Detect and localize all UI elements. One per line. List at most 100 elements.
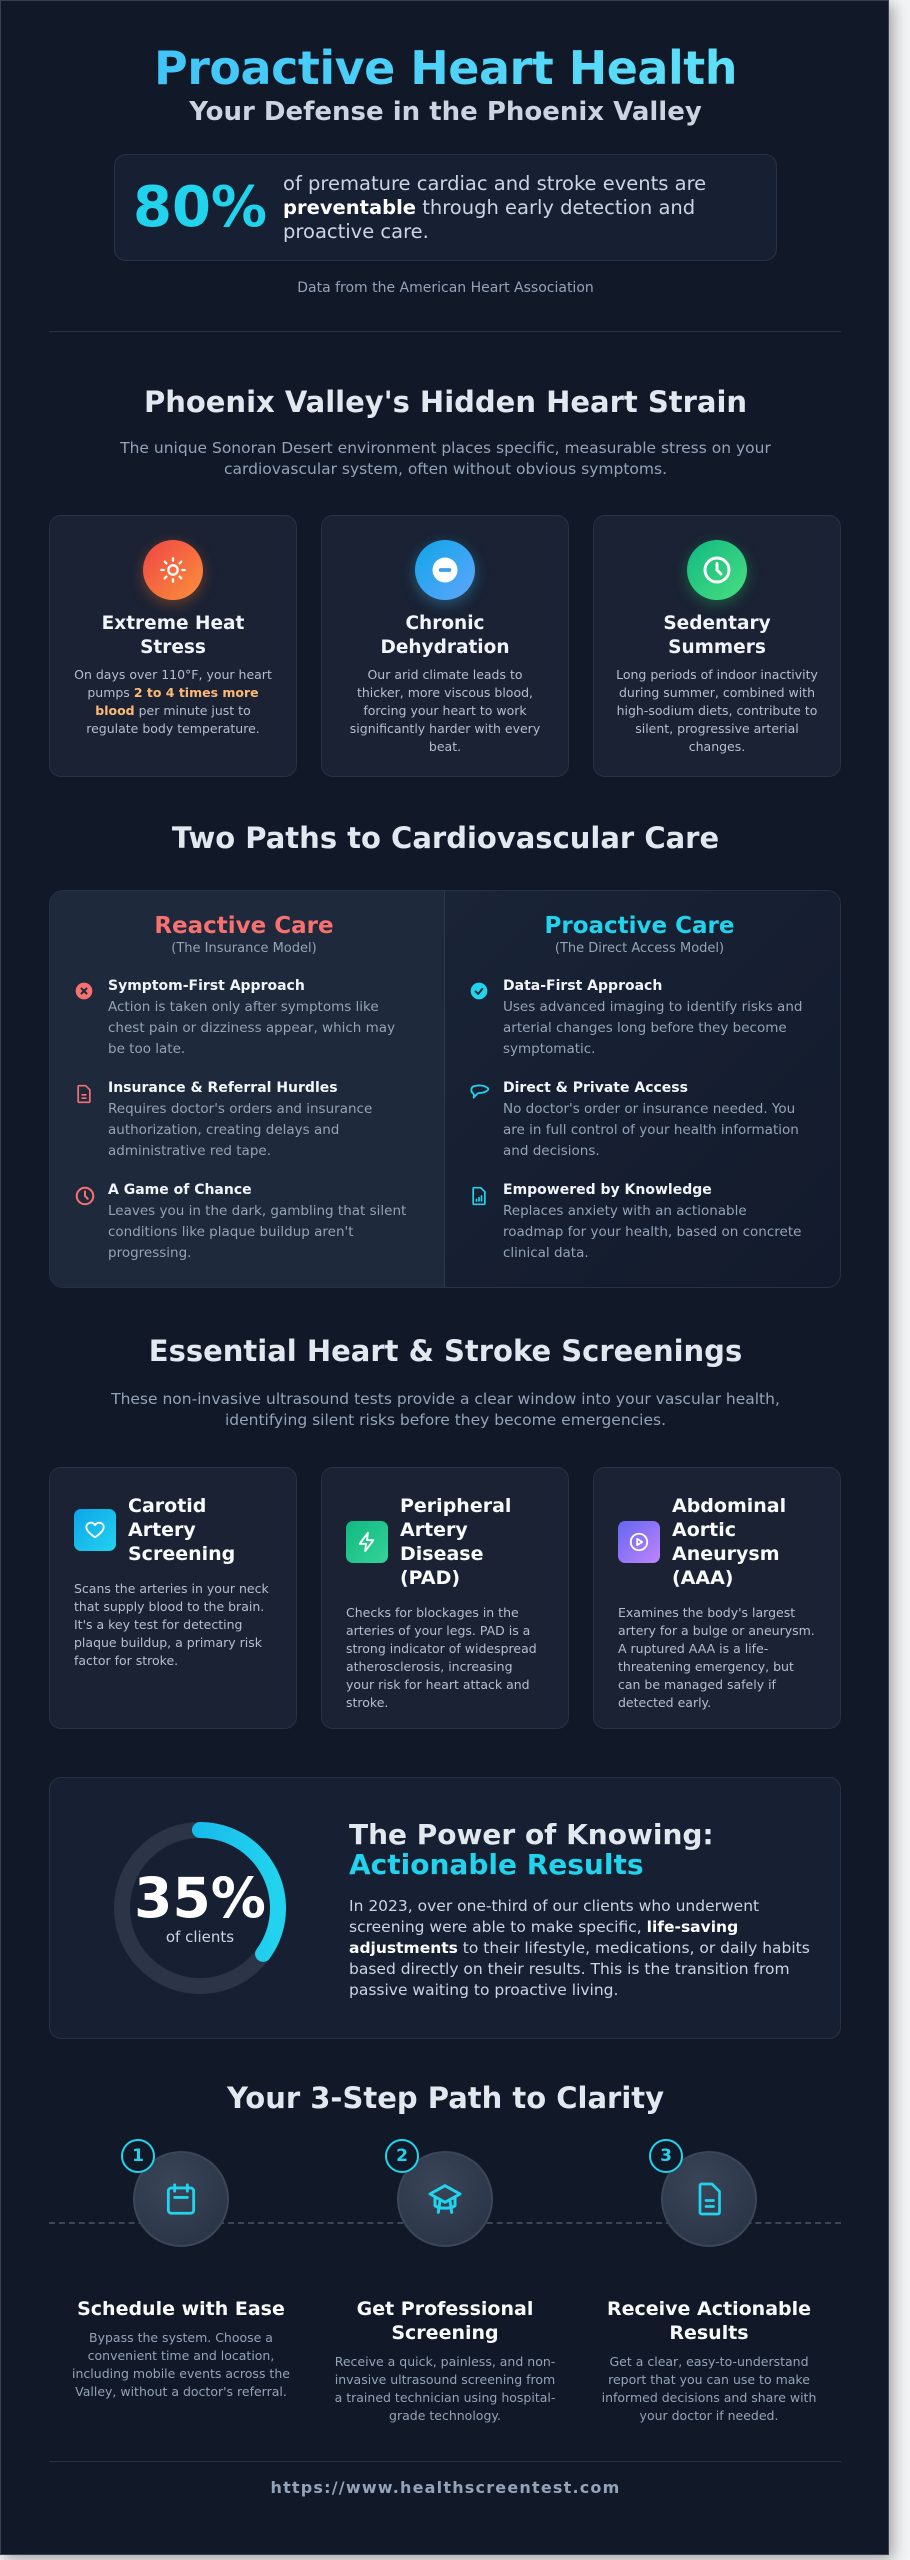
website-link[interactable]: https://www.healthscreentest.com <box>270 2478 621 2497</box>
point-heading: A Game of Chance <box>108 1182 252 1198</box>
actionable-results-panel: 35% of clients The Power of Knowing:Acti… <box>49 1777 841 2039</box>
strain-card-text: Long periods of indoor inactivity during… <box>616 667 818 754</box>
strain-section-title: Phoenix Valley's Hidden Heart Strain <box>143 385 748 419</box>
progress-ring <box>114 1822 286 1994</box>
chat-bubble-icon <box>469 1080 491 1162</box>
screening-text: Examines the body's largest artery for a… <box>618 1605 815 1710</box>
point-text: Leaves you in the dark, gambling that si… <box>108 1203 407 1261</box>
step-icon-circle: 1 <box>121 2139 229 2247</box>
stat-text: of premature cardiac and stroke events a… <box>283 172 758 244</box>
clock-icon <box>687 540 747 600</box>
strain-section-description: The unique Sonoran Desert environment pl… <box>120 439 771 478</box>
strain-card-title: Extreme Heat Stress <box>101 613 245 658</box>
point-text: Uses advanced imaging to identify risks … <box>503 999 803 1057</box>
check-circle-icon <box>469 978 491 1060</box>
step-title: Receive Actionable Results <box>606 2298 812 2344</box>
screening-title: Carotid Artery Screening <box>128 1495 236 1565</box>
proactive-subtitle: (The Direct Access Model) <box>554 941 725 956</box>
text-after: per minute just to regulate body tempera… <box>86 703 260 736</box>
play-circle-icon <box>618 1521 660 1563</box>
screening-title: Abdominal Aortic Aneurysm (AAA) <box>672 1495 787 1589</box>
reactive-title: Reactive Care <box>154 913 334 939</box>
results-title-main: The Power of Knowing: <box>349 1818 714 1851</box>
document-icon <box>74 1080 96 1162</box>
screening-card-aaa: Abdominal Aortic Aneurysm (AAA) Examines… <box>593 1467 841 1729</box>
point-heading: Data-First Approach <box>503 978 663 994</box>
screening-card-carotid: Carotid Artery Screening Scans the arter… <box>49 1467 297 1729</box>
reactive-subtitle: (The Insurance Model) <box>171 941 317 956</box>
strain-card-title: Chronic Dehydration <box>380 613 510 658</box>
paths-section-title: Two Paths to Cardiovascular Care <box>171 821 720 855</box>
stat-text-before: of premature cardiac and stroke events a… <box>283 171 707 195</box>
point-text: Replaces anxiety with an actionable road… <box>503 1203 802 1261</box>
text-after: to their lifestyle, medications, or dail… <box>349 1939 810 1999</box>
point-heading: Symptom-First Approach <box>108 978 305 994</box>
steps-section-title: Your 3-Step Path to Clarity <box>226 2081 665 2115</box>
step-text: Bypass the system. Choose a convenient t… <box>72 2330 290 2399</box>
care-comparison: Reactive Care (The Insurance Model) Symp… <box>49 890 841 1288</box>
file-icon <box>698 2182 721 2216</box>
strain-card-sedentary: Sedentary Summers Long periods of indoor… <box>593 515 841 777</box>
calendar-icon <box>166 2183 196 2215</box>
minus-circle-icon <box>415 540 475 600</box>
point-text: Requires doctor's orders and insurance a… <box>108 1101 373 1159</box>
step-title: Schedule with Ease <box>77 2298 285 2320</box>
text-bold: life-saving adjustments <box>349 1918 739 1957</box>
heart-icon <box>74 1509 116 1551</box>
results-title-accent: Actionable Results <box>349 1848 644 1881</box>
infographic-page: Proactive Heart Health Your Defense in t… <box>0 0 889 2555</box>
stat-value: 80% <box>133 175 268 240</box>
step-icon-circle: 3 <box>649 2139 757 2247</box>
screenings-section-title: Essential Heart & Stroke Screenings <box>148 1334 743 1368</box>
strain-card-text: Our arid climate leads to thicker, more … <box>349 667 541 754</box>
report-chart-icon <box>469 1182 491 1264</box>
page-title: Proactive Heart Health <box>1 41 890 95</box>
screening-card-pad: Peripheral Artery Disease (PAD) Checks f… <box>321 1467 569 1729</box>
point-text: Action is taken only after symptoms like… <box>108 999 396 1057</box>
data-source: Data from the American Heart Association <box>297 280 594 296</box>
step-number: 3 <box>649 2139 683 2173</box>
step-2: 2 Get Professional Screening Receive a q… <box>321 2139 569 2425</box>
text-before: In 2023, over one-third of our clients w… <box>349 1897 760 1936</box>
step-number: 2 <box>385 2139 419 2173</box>
stat-text-bold: preventable <box>283 195 417 219</box>
stat-callout: 80% of premature cardiac and stroke even… <box>114 154 777 261</box>
point-heading: Empowered by Knowledge <box>503 1182 712 1198</box>
text-highlight: 2 to 4 times more blood <box>95 685 259 718</box>
strain-card-heat: Extreme Heat Stress On days over 110°F, … <box>49 515 297 777</box>
strain-card-title: Sedentary Summers <box>663 613 771 658</box>
footer-divider <box>49 2461 841 2462</box>
step-1: 1 Schedule with Ease Bypass the system. … <box>57 2139 305 2401</box>
screening-text: Scans the arteries in your neck that sup… <box>74 1581 269 1668</box>
screening-title: Peripheral Artery Disease (PAD) <box>400 1495 512 1589</box>
step-number: 1 <box>121 2139 155 2173</box>
step-text: Get a clear, easy-to-understand report t… <box>601 2354 817 2423</box>
results-percent: 35% <box>134 1866 266 1930</box>
strain-card-dehydration: Chronic Dehydration Our arid climate lea… <box>321 515 569 777</box>
lightning-icon <box>346 1521 388 1563</box>
results-title: The Power of Knowing:Actionable Results <box>349 1820 714 1880</box>
results-text: In 2023, over one-third of our clients w… <box>349 1896 819 2001</box>
results-percent-label: of clients <box>165 1928 235 1946</box>
x-circle-icon <box>74 978 96 1060</box>
graduation-cap-icon <box>428 2184 462 2214</box>
page-subtitle: Your Defense in the Phoenix Valley <box>189 97 702 127</box>
point-heading: Insurance & Referral Hurdles <box>108 1080 338 1096</box>
step-icon-circle: 2 <box>385 2139 493 2247</box>
screening-text: Checks for blockages in the arteries of … <box>346 1605 537 1710</box>
proactive-care-column: Proactive Care (The Direct Access Model)… <box>445 891 840 1287</box>
text-before: On days over 110°F, your heart pumps <box>74 667 272 700</box>
step-3: 3 Receive Actionable Results Get a clear… <box>585 2139 833 2425</box>
stat-text-after: through early detection and proactive ca… <box>283 195 696 243</box>
step-text: Receive a quick, painless, and non-invas… <box>334 2354 556 2423</box>
screenings-section-description: These non-invasive ultrasound tests prov… <box>111 1390 780 1429</box>
strain-card-text: On days over 110°F, your heart pumps 2 t… <box>72 666 274 738</box>
point-heading: Direct & Private Access <box>503 1080 688 1096</box>
clock-icon <box>74 1182 96 1264</box>
